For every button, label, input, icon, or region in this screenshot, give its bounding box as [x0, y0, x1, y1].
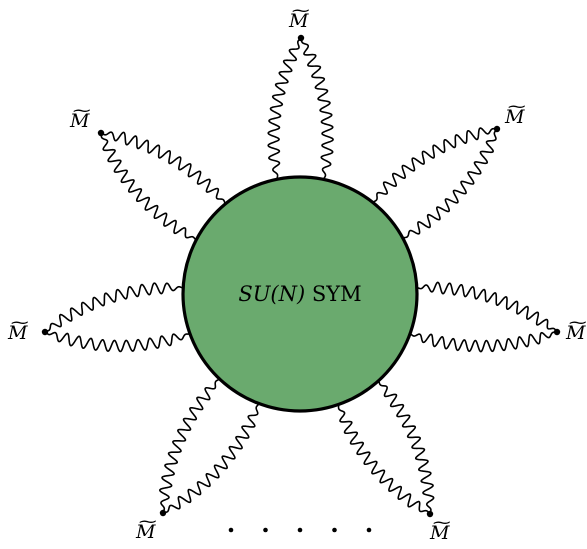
gluon-line: [337, 404, 431, 515]
vertex-dot: [493, 125, 501, 133]
vertex-label-text: M: [566, 322, 586, 344]
gluon-line: [100, 131, 227, 205]
gluon-line: [162, 403, 260, 514]
tilde-accent: ~: [137, 512, 159, 531]
ellipsis-dot: [263, 527, 268, 533]
vertices: [41, 34, 561, 518]
vertex-dot: [553, 328, 561, 336]
tilde-accent: ~: [71, 101, 93, 120]
tilde-accent: ~: [290, 1, 312, 20]
sym-group-label: SU(N): [238, 282, 306, 306]
vertex-label-text: M: [505, 106, 525, 128]
gluon-line: [300, 37, 334, 180]
gluon-line: [409, 331, 558, 353]
vertex-label: ~M: [505, 99, 527, 128]
vertex-label-text: M: [136, 521, 156, 543]
tilde-accent: ~: [506, 97, 528, 116]
vertex-dot: [426, 510, 434, 518]
vertex-label-text: M: [289, 10, 309, 32]
vertex-label-text: M: [430, 522, 450, 544]
ellipsis-dot: [228, 527, 234, 533]
vertex-dot: [41, 328, 49, 336]
ellipsis-dot: [332, 527, 337, 533]
vertex-dot: [97, 129, 105, 137]
ellipsis-dots: [228, 527, 372, 533]
tilde-accent: ~: [9, 313, 31, 332]
gluon-line: [158, 378, 221, 514]
vertex-label: ~M: [566, 315, 587, 344]
ellipsis-dot: [297, 527, 303, 533]
gluon-line: [372, 127, 498, 204]
gluon-line: [416, 281, 558, 333]
vertex-label: ~M: [8, 315, 30, 344]
gluon-line: [44, 282, 184, 333]
vertex-label-text: M: [70, 110, 90, 132]
vertex-label: ~M: [430, 515, 452, 544]
gluon-loops: [44, 37, 558, 515]
vertex-label-text: M: [8, 322, 28, 344]
tilde-accent: ~: [567, 313, 587, 332]
sym-blob: [181, 175, 419, 413]
vertex-label: ~M: [70, 103, 92, 132]
tilde-accent: ~: [431, 513, 453, 532]
sym-suffix-label: SYM: [311, 282, 362, 306]
vertex-label: ~M: [136, 514, 158, 543]
gluon-line: [100, 132, 197, 241]
gluon-line: [377, 380, 435, 515]
gluon-line: [402, 128, 498, 239]
vertex-dot: [159, 509, 167, 517]
gluon-line: [44, 331, 191, 353]
sym-label: SU(N) SYM: [238, 282, 361, 306]
gluon-line: [267, 37, 302, 180]
vertex-dot: [297, 34, 305, 42]
vertex-label: ~M: [289, 3, 311, 32]
ellipsis-dot: [366, 527, 372, 533]
